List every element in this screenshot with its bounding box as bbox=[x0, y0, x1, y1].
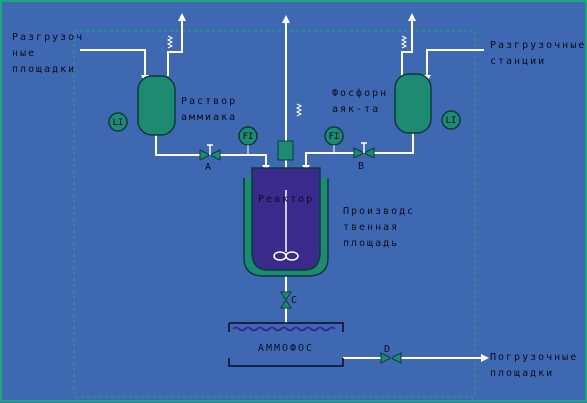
valve-handles bbox=[207, 142, 367, 155]
unloading-stations-right-label: Разгрузочные станции bbox=[490, 40, 587, 67]
ammonia-solution-label: Раствор аммиака bbox=[181, 96, 245, 123]
pipe-left-vent bbox=[167, 18, 183, 76]
arrow-right-vent bbox=[408, 13, 416, 21]
valve-b-label: B bbox=[358, 161, 366, 172]
breather-right bbox=[400, 35, 408, 49]
product-label: АММОФОС bbox=[258, 343, 314, 354]
valves bbox=[199, 147, 402, 364]
phosphoric-acid-label: Фосфорн аяк-та bbox=[332, 87, 396, 115]
valve-a-icon bbox=[199, 149, 212, 161]
instrument-label-left-level: LI bbox=[113, 118, 124, 128]
breather-reactor bbox=[295, 103, 303, 117]
instrument-label-right-flow: FI bbox=[329, 132, 340, 142]
acid-tank bbox=[394, 73, 432, 134]
valve-c-icon bbox=[280, 291, 292, 301]
valve-a-label: A bbox=[205, 162, 213, 173]
valve-d-label: D bbox=[384, 344, 392, 355]
product-bin bbox=[228, 322, 344, 367]
reactor-motor bbox=[277, 140, 294, 161]
level-indicator-right bbox=[441, 110, 461, 130]
pipe-right-vent bbox=[401, 18, 413, 76]
valve-b-icon bbox=[353, 147, 366, 159]
ammonia-tank bbox=[137, 75, 176, 136]
level-indicator-left bbox=[108, 112, 128, 132]
valve-d-icon bbox=[380, 352, 393, 364]
arrow-left-vent bbox=[178, 13, 186, 21]
pipe-right-feed bbox=[426, 49, 484, 78]
arrow-reactor-vent bbox=[282, 15, 290, 23]
instrument-label-left-flow: FI bbox=[243, 132, 254, 142]
plant-boundary bbox=[73, 30, 476, 398]
unloading-area-left-label: Разгрузоч ные площадки bbox=[12, 32, 92, 75]
instrument-label-right-level: LI bbox=[446, 116, 457, 126]
instruments: LI FI FI LI bbox=[108, 110, 461, 155]
arrow-to-loading bbox=[481, 354, 489, 362]
agitator-icon bbox=[273, 190, 299, 261]
pipe-left-feed bbox=[80, 49, 146, 78]
breather-left bbox=[166, 35, 174, 49]
valve-c-label: C bbox=[291, 295, 299, 306]
vent-breathers bbox=[166, 35, 408, 117]
reactor-label: Реактор bbox=[258, 194, 314, 205]
product-surface bbox=[232, 326, 336, 332]
production-area-label: Производс твенная площадь bbox=[343, 206, 423, 249]
loading-area-label: Погрузочные площадки bbox=[490, 352, 586, 379]
